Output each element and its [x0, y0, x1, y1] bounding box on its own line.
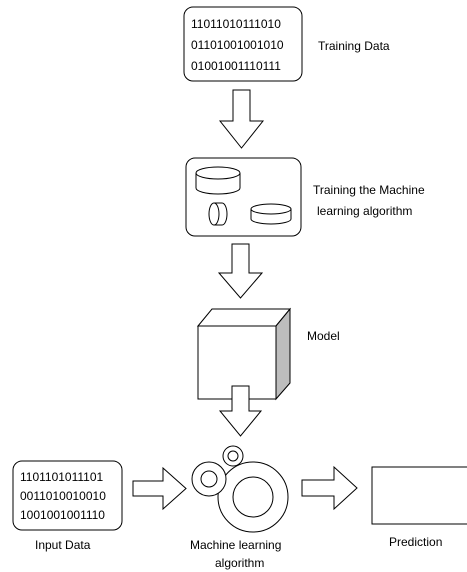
model-label: Model — [307, 329, 340, 343]
input-data-line-1: 1101101011101 — [20, 470, 104, 484]
training-step-label-line-2: learning algorithm — [317, 204, 412, 218]
cylinder-icon — [208, 202, 228, 226]
gears-icon — [191, 445, 289, 533]
input-data-line-2: 0011010010010 — [20, 489, 106, 503]
arrow-down-icon — [218, 89, 265, 149]
training-data-label: Training Data — [318, 39, 390, 53]
input-data-line-3: 1001001001110 — [20, 508, 105, 522]
prediction-box — [371, 466, 467, 525]
ml-algorithm-label-line-1: Machine learning — [190, 538, 281, 552]
arrow-right-icon — [301, 465, 358, 511]
model-cube-icon — [196, 307, 292, 401]
training-data-node: 11011010111010 01101001001010 0100100111… — [183, 6, 303, 82]
database-icon — [195, 166, 241, 195]
training-data-line-3: 01001001110111 — [191, 59, 281, 73]
disk-icon — [250, 203, 292, 225]
training-step-label-line-1: Training the Machine — [313, 183, 425, 197]
arrow-down-icon — [217, 243, 264, 299]
input-data-node: 1101101011101 0011010010010 100100100111… — [12, 460, 123, 531]
training-step-node — [185, 157, 302, 237]
input-data-box — [12, 460, 123, 531]
input-data-label: Input Data — [35, 538, 91, 552]
training-data-line-1: 11011010111010 — [191, 17, 281, 31]
prediction-label: Prediction — [389, 535, 442, 549]
training-data-line-2: 01101001001010 — [191, 38, 284, 52]
arrow-down-icon — [218, 385, 263, 437]
ml-algorithm-label-line-2: algorithm — [215, 556, 264, 570]
arrow-right-icon — [132, 466, 187, 511]
training-data-box — [183, 6, 303, 82]
